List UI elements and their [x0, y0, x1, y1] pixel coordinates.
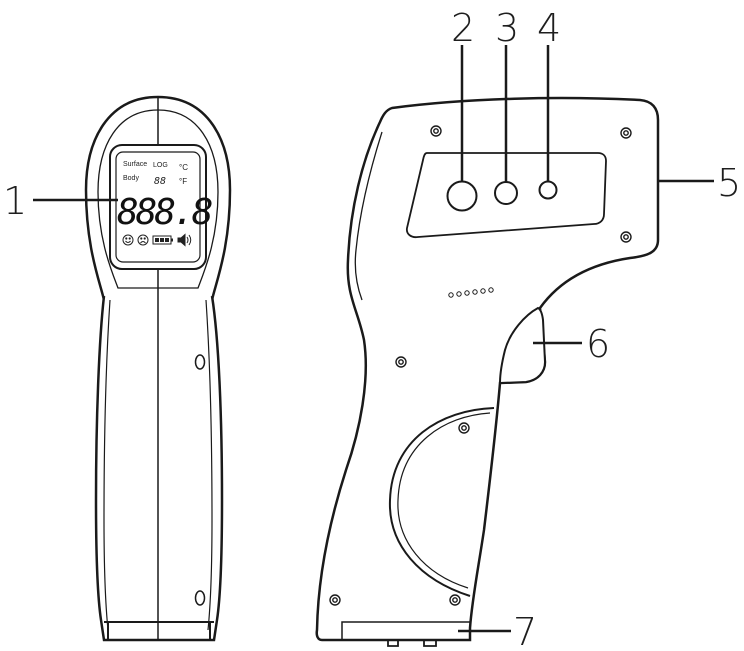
grip-panel [388, 407, 495, 597]
callouts: 1 2 3 4 5 6 7 [3, 6, 741, 651]
speaker-icon [177, 233, 192, 247]
lcd-content: Surface Body LOG 88 °C °F 888.8 [117, 161, 215, 247]
lcd-mode-body: Body [123, 175, 139, 182]
callout-7: 7 [513, 610, 537, 651]
battery-cover[interactable] [341, 621, 470, 640]
grip-panel-inner [397, 412, 491, 589]
button-middle[interactable] [494, 181, 518, 205]
front-handle-inner-left [103, 299, 111, 631]
speaker-holes [448, 287, 494, 298]
front-screw-top [194, 354, 206, 370]
smile-icon [122, 234, 134, 246]
callout-4: 4 [537, 6, 561, 50]
front-base [104, 621, 214, 640]
side-view [315, 96, 660, 647]
callout-1: 1 [3, 179, 27, 223]
lcd-log-label: LOG [153, 162, 168, 169]
lcd-log-digits: 88 [154, 176, 166, 187]
callout-3: 3 [495, 6, 519, 50]
front-handle [94, 295, 224, 642]
lcd-screen [115, 151, 201, 263]
lcd-main-digits: 888.8 [117, 192, 212, 233]
side-back-edge [354, 131, 383, 301]
base-feet [387, 640, 437, 647]
front-screw-bottom [194, 590, 206, 606]
frown-icon [137, 234, 149, 246]
button-left[interactable] [446, 180, 478, 212]
side-body-outline [315, 96, 660, 642]
callout-5: 5 [717, 161, 741, 205]
side-screws [329, 125, 632, 606]
callout-6: 6 [586, 322, 610, 366]
button-panel [405, 152, 607, 239]
callout-2: 2 [451, 6, 475, 50]
lcd-mode-surface: Surface [123, 161, 147, 168]
lcd-unit-f: °F [179, 177, 187, 186]
lcd-unit-c: °C [179, 163, 188, 172]
trigger[interactable] [498, 306, 547, 385]
battery-icon [152, 235, 173, 245]
button-right[interactable] [538, 180, 558, 200]
front-handle-inner-right [205, 299, 213, 631]
